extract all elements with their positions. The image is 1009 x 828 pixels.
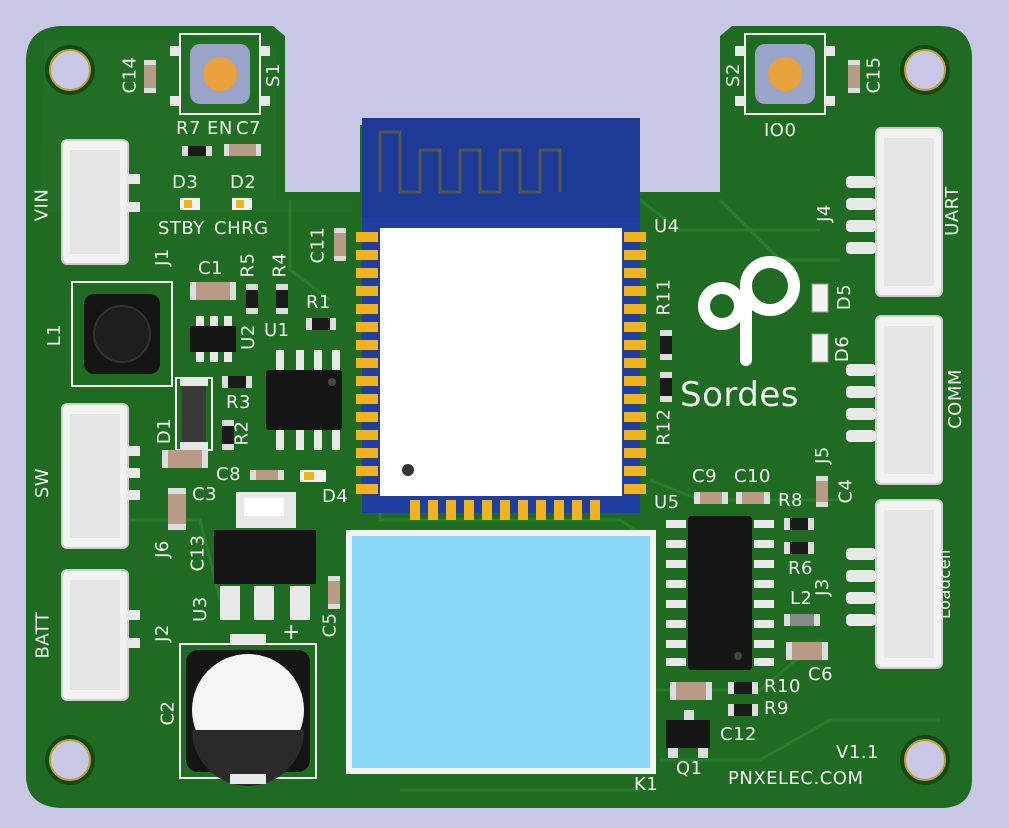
- label-d4: D4: [322, 486, 349, 507]
- label-c7: C7: [236, 118, 262, 139]
- label-j6: J6: [151, 540, 173, 558]
- label-l2: L2: [790, 588, 813, 609]
- label-loadcell: Loadcell: [934, 549, 954, 619]
- chip-u1: [266, 350, 342, 450]
- label-stby: STBY: [158, 218, 205, 239]
- label-d6: D6: [832, 335, 854, 363]
- label-batt: BATT: [32, 611, 54, 659]
- label-c11: C11: [307, 226, 329, 264]
- label-r10: R10: [764, 676, 801, 697]
- connector-j4: [846, 127, 943, 297]
- label-c9: C9: [692, 466, 718, 487]
- label-j4: J4: [813, 204, 835, 222]
- module-pads: [356, 232, 646, 520]
- label-r8: R8: [778, 490, 803, 511]
- switch-s2: [735, 33, 835, 115]
- label-io0: IO0: [764, 120, 797, 141]
- label-c5: C5: [319, 612, 341, 638]
- label-c12: C12: [720, 724, 757, 745]
- label-u5: U5: [654, 492, 680, 513]
- label-s2: S2: [722, 63, 744, 87]
- label-j5: J5: [811, 446, 833, 464]
- mounting-holes: [45, 45, 950, 785]
- label-c14: C14: [119, 56, 141, 94]
- label-u1: U1: [264, 320, 290, 341]
- label-r6: R6: [788, 558, 813, 579]
- label-plus: +: [282, 620, 301, 645]
- regulator-u3: [214, 492, 316, 620]
- label-c4: C4: [835, 478, 857, 504]
- label-u4: U4: [654, 216, 680, 237]
- label-u3: U3: [189, 596, 211, 622]
- connector-j5: [846, 315, 943, 485]
- chip-u5: [666, 516, 774, 670]
- label-c10: C10: [734, 466, 771, 487]
- label-s1: S1: [262, 63, 284, 87]
- label-r7: R7: [176, 118, 201, 139]
- switch-s1: [170, 33, 270, 115]
- label-sw: SW: [32, 467, 54, 499]
- relay-k1: [346, 530, 656, 774]
- label-j1: J1: [151, 248, 173, 266]
- connector-j3: [846, 499, 943, 669]
- label-r2: R2: [231, 420, 253, 446]
- label-c15: C15: [863, 56, 885, 94]
- label-r9: R9: [764, 698, 789, 719]
- label-d2: D2: [230, 172, 257, 193]
- label-d5: D5: [834, 283, 856, 311]
- esp-module-u4: [362, 118, 640, 513]
- label-r12: R12: [653, 408, 675, 446]
- inductor-l1: [71, 281, 173, 387]
- label-j3: J3: [811, 578, 833, 596]
- label-l1: L1: [44, 323, 66, 347]
- sordes-logo-icon: [698, 256, 800, 366]
- label-website: PNXELEC.COM: [728, 768, 864, 789]
- label-c6: C6: [808, 664, 834, 685]
- label-q1: Q1: [676, 758, 703, 779]
- label-r11: R11: [653, 278, 675, 316]
- label-r1: R1: [306, 292, 331, 313]
- label-r4: R4: [269, 252, 291, 278]
- label-en: EN: [207, 118, 233, 139]
- connector-j2: [61, 569, 140, 701]
- label-j2: J2: [151, 624, 173, 642]
- passives: [144, 60, 860, 758]
- label-c3: C3: [192, 484, 218, 505]
- label-r3: R3: [226, 392, 251, 413]
- capacitor-c2: [179, 634, 317, 786]
- chip-u2: [190, 316, 236, 362]
- label-r5: R5: [237, 252, 259, 278]
- label-vin: VIN: [31, 188, 53, 222]
- label-u2: U2: [237, 324, 259, 350]
- label-k1: K1: [634, 774, 659, 795]
- connector-j6: [61, 403, 140, 549]
- label-version: V1.1: [836, 742, 879, 763]
- label-c2: C2: [157, 700, 179, 726]
- label-comm: COMM: [944, 369, 966, 429]
- label-c13: C13: [187, 534, 209, 572]
- label-c8: C8: [216, 464, 242, 485]
- label-uart: UART: [941, 186, 963, 236]
- diode-d1: [175, 377, 213, 451]
- connector-j1: [61, 139, 140, 265]
- label-chrg: CHRG: [214, 218, 269, 239]
- label-c1: C1: [198, 258, 224, 279]
- logo-text: Sordes: [680, 375, 799, 415]
- label-d1: D1: [154, 417, 176, 445]
- label-d3: D3: [172, 172, 199, 193]
